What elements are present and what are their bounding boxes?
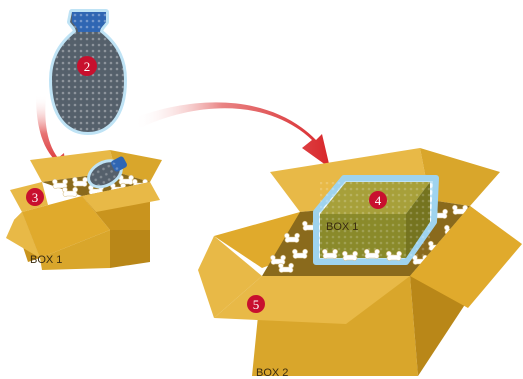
step-number-2: 2 (84, 59, 91, 74)
box-2: 4 BOX 1 5 BOX 2 (198, 148, 522, 379)
step-number-5: 5 (253, 297, 260, 312)
step-number-4: 4 (375, 193, 382, 208)
curved-arrow-2 (134, 102, 330, 168)
curved-arrow-icon (134, 102, 330, 168)
box1-label: BOX 1 (30, 254, 62, 266)
box2-label: BOX 2 (256, 367, 288, 379)
vase-item: 2 (52, 12, 124, 132)
inner-box: 4 BOX 1 (316, 178, 436, 262)
step-number-3: 3 (32, 190, 39, 205)
inner-box-label: BOX 1 (326, 221, 358, 233)
box-1: 3 BOX 1 (6, 150, 162, 270)
